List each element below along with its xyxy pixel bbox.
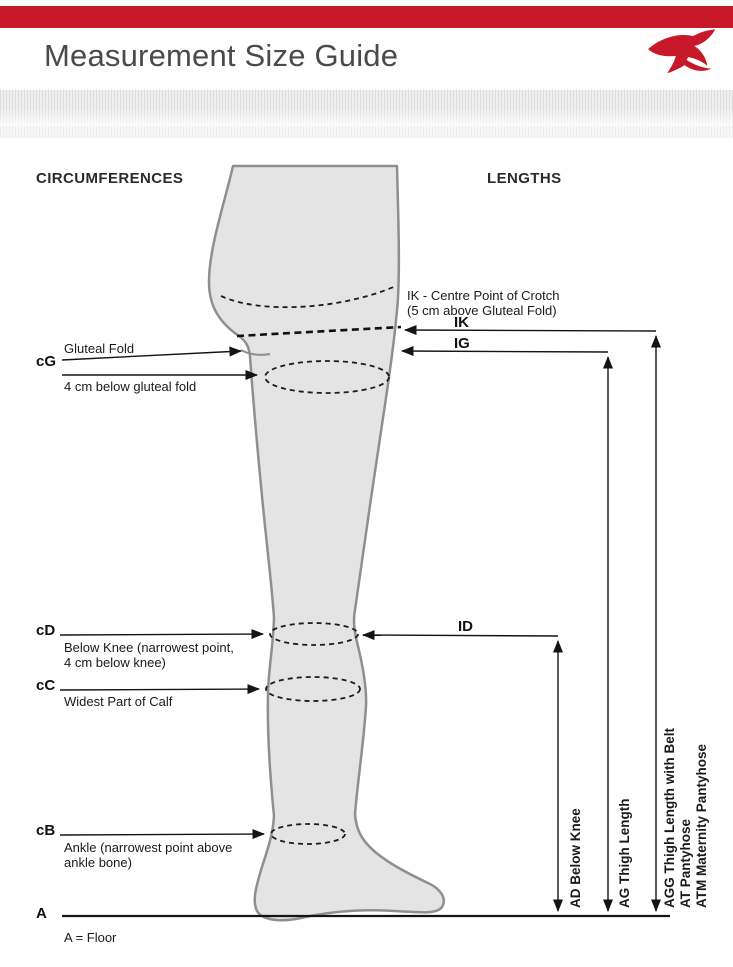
crotch-dashed-line [236, 325, 402, 338]
cg-label-below-fold: 4 cm below gluteal fold [64, 379, 197, 394]
texture-band [0, 90, 733, 126]
cd-code: cD [36, 622, 56, 639]
ik-note-line1: IK - Centre Point of Crotch [407, 288, 560, 303]
brand-red-bar [0, 6, 733, 28]
cd-measure-ellipse [269, 622, 359, 646]
at-pantyhose-label: AT Pantyhose [678, 818, 693, 908]
cb-measure-ellipse [270, 823, 346, 845]
cc-measure-ellipse [265, 676, 361, 702]
cb-label: Ankle (narrowest point above ankle bone) [64, 840, 233, 870]
agg-thigh-length-belt-label: AGG Thigh Length with Belt [662, 728, 677, 908]
cg-fold-arrow [61, 346, 243, 361]
ig-arrow [400, 346, 609, 357]
cb-arrow [59, 829, 266, 840]
cc-code: cC [36, 677, 56, 694]
leg-silhouette [207, 164, 445, 922]
gluteal-crease-line [240, 349, 271, 356]
id-arrow [361, 630, 559, 641]
cb-code: cB [36, 822, 56, 839]
ag-thigh-length-label: AG Thigh Length [617, 798, 632, 908]
ik-note-line2: (5 cm above Gluteal Fold) [407, 303, 557, 318]
cc-label: Widest Part of Calf [64, 694, 173, 709]
lengths-heading: LENGTHS [487, 170, 562, 187]
ad-below-knee-label: AD Below Knee [568, 808, 583, 908]
ig-code: IG [454, 335, 470, 352]
a-code: A [36, 905, 47, 922]
texture-band-fade [0, 126, 733, 138]
cd-arrow [59, 629, 265, 640]
cg-label-gluteal-fold: Gluteal Fold [64, 341, 135, 356]
a-floor-label: A = Floor [64, 930, 117, 945]
ik-arrow [403, 325, 657, 336]
circumferences-heading: CIRCUMFERENCES [36, 170, 184, 187]
ik-code: IK [454, 314, 469, 331]
atm-maternity-pantyhose-label: ATM Maternity Pantyhose [694, 743, 709, 908]
hip-dashed-curve [220, 285, 397, 309]
cg-measure-ellipse [264, 360, 390, 394]
id-code: ID [458, 618, 473, 635]
page-title: Measurement Size Guide [44, 38, 399, 73]
swallow-bird-logo-icon [648, 29, 716, 74]
cd-label: Below Knee (narrowest point, 4 cm below … [64, 640, 234, 670]
cg-code: cG [36, 353, 57, 370]
cc-arrow [59, 684, 261, 695]
